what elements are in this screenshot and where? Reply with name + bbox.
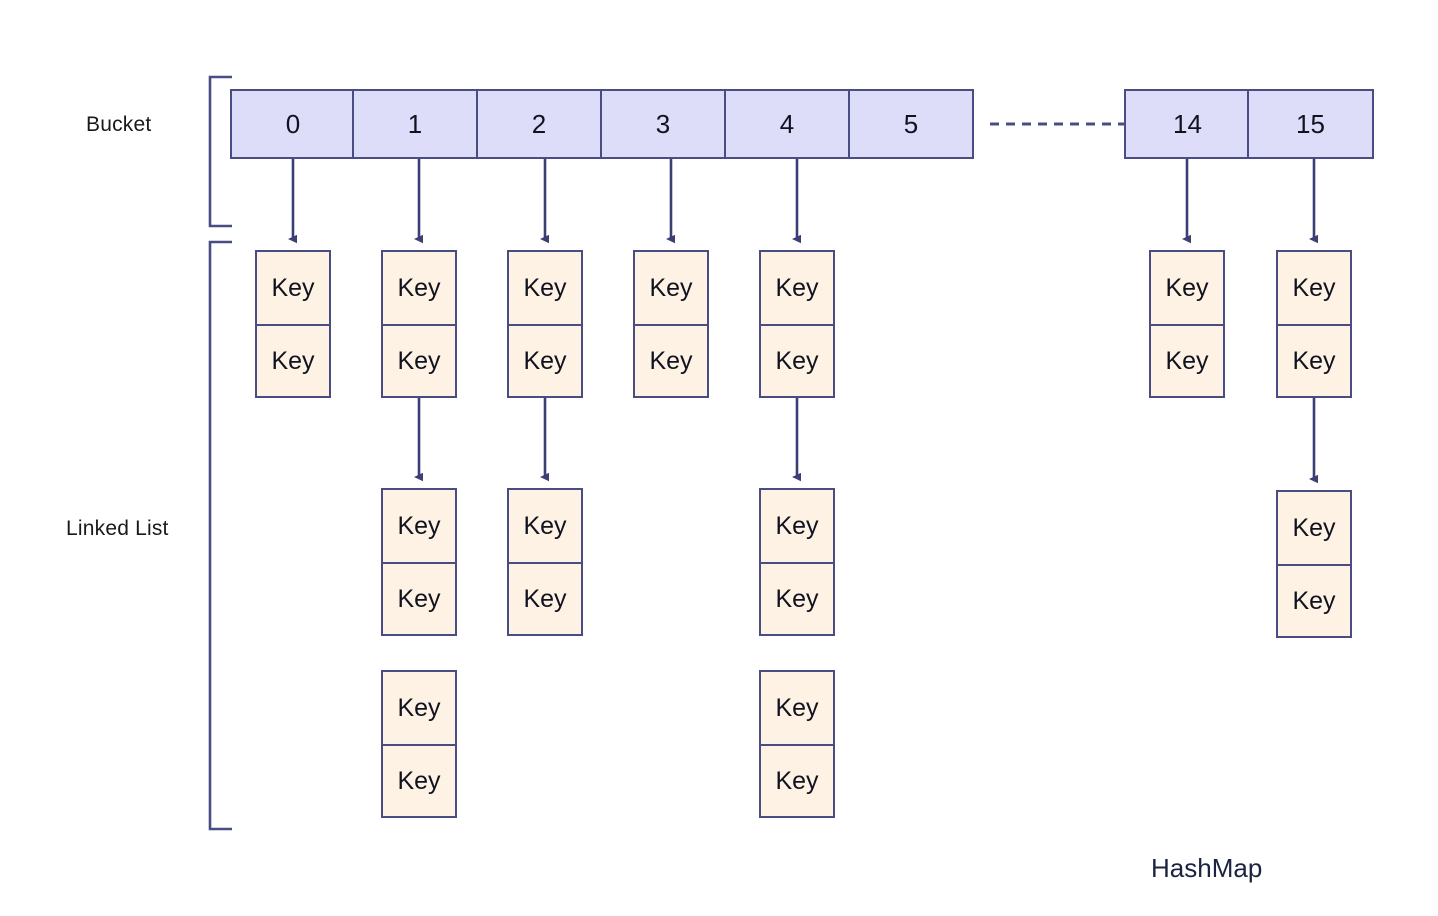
node-key-cell: Key [257,252,329,324]
bucket-cell-3[interactable]: 3 [600,89,726,159]
bucket-cell-14[interactable]: 14 [1124,89,1251,159]
bucket-cell-5[interactable]: 5 [848,89,974,159]
bucket-cell-2[interactable]: 2 [476,89,602,159]
node-key-cell: Key [1278,252,1350,324]
hashmap-title-label: HashMap [1151,853,1263,883]
node-key-cell: Key [509,490,581,562]
node-key-cell: Key [383,672,455,744]
node-key-cell: Key [257,324,329,396]
node-key-cell: Key [761,744,833,816]
node-key-cell: Key [761,252,833,324]
node-key-cell: Key [1278,564,1350,636]
node-key-cell: Key [1278,492,1350,564]
bucket-section-label: Bucket [86,113,152,136]
node-key-cell: Key [383,562,455,634]
linked-list-section-label: Linked List [66,517,169,540]
node-key-cell: Key [509,562,581,634]
node-key-cell: Key [761,562,833,634]
node-key-cell: Key [635,252,707,324]
node-key-cell: Key [635,324,707,396]
bucket-cell-1[interactable]: 1 [352,89,478,159]
node-key-cell: Key [383,252,455,324]
node-key-cell: Key [1151,324,1223,396]
node-key-cell: Key [383,490,455,562]
bucket-cell-4[interactable]: 4 [724,89,850,159]
bucket-cell-0[interactable]: 0 [230,89,356,159]
node-key-cell: Key [761,324,833,396]
node-key-cell: Key [761,490,833,562]
node-key-cell: Key [509,324,581,396]
node-key-cell: Key [383,744,455,816]
arrow-connectors [288,159,1318,484]
node-key-cell: Key [1278,324,1350,396]
brackets-group [208,75,232,831]
node-key-cell: Key [1151,252,1223,324]
bucket-bracket [208,75,232,228]
node-key-cell: Key [509,252,581,324]
node-key-cell: Key [761,672,833,744]
linked-list-bracket [208,240,232,831]
node-key-cell: Key [383,324,455,396]
bucket-cell-15[interactable]: 15 [1247,89,1374,159]
